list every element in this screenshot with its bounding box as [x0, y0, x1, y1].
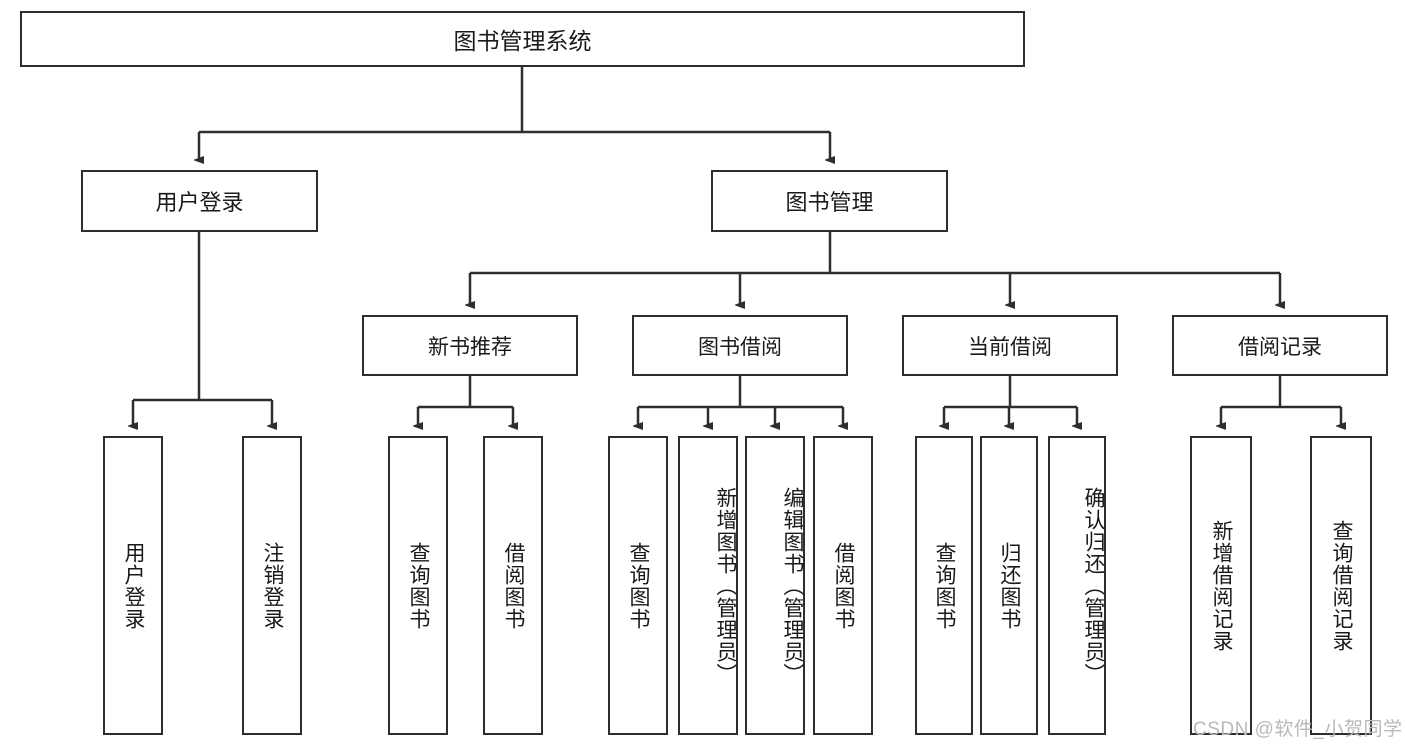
node-label: 编辑图书（管理员） [781, 486, 804, 685]
leaf-borrow-record-add-record[interactable]: 新增借阅记录 [1190, 436, 1252, 735]
node-label: 图书管理系统 [453, 28, 592, 54]
node-label: 查询图书 [407, 541, 431, 630]
node-root-book-management-system[interactable]: 图书管理系统 [20, 11, 1025, 67]
node-label: 确认归还（管理员） [1082, 486, 1105, 685]
node-label: 新增图书（管理员） [714, 486, 737, 685]
leaf-borrow-record-query-record[interactable]: 查询借阅记录 [1310, 436, 1372, 735]
node-book-management[interactable]: 图书管理 [711, 170, 948, 232]
node-label: 查询图书 [933, 541, 957, 630]
node-label: 新书推荐 [428, 335, 512, 359]
leaf-user-logout[interactable]: 注销登录 [242, 436, 302, 735]
leaf-book-borrow-borrow-book[interactable]: 借阅图书 [813, 436, 873, 735]
leaf-book-borrow-edit-book-admin[interactable]: 编辑图书（管理员） [745, 436, 805, 735]
node-label: 图书借阅 [698, 335, 782, 359]
leaf-user-login[interactable]: 用户登录 [103, 436, 163, 735]
leaf-new-book-query-book[interactable]: 查询图书 [388, 436, 448, 735]
leaf-book-borrow-query-book[interactable]: 查询图书 [608, 436, 668, 735]
node-label: 借阅记录 [1238, 335, 1322, 359]
node-label: 查询图书 [627, 541, 651, 630]
leaf-current-borrow-return-book[interactable]: 归还图书 [980, 436, 1038, 735]
leaf-current-borrow-confirm-return-admin[interactable]: 确认归还（管理员） [1048, 436, 1106, 735]
node-current-borrow[interactable]: 当前借阅 [902, 315, 1118, 376]
node-label: 借阅图书 [832, 541, 856, 630]
node-label: 图书管理 [785, 190, 874, 215]
node-book-borrow[interactable]: 图书借阅 [632, 315, 848, 376]
node-label: 归还图书 [998, 541, 1022, 630]
node-label: 新增借阅记录 [1210, 519, 1234, 652]
csdn-watermark: CSDN @软件_小贺同学 [1193, 719, 1403, 740]
node-user-login[interactable]: 用户登录 [81, 170, 318, 232]
node-label: 当前借阅 [968, 335, 1052, 359]
node-label: 用户登录 [155, 190, 244, 215]
node-label: 借阅图书 [502, 541, 526, 630]
node-new-book-recommend[interactable]: 新书推荐 [362, 315, 578, 376]
leaf-book-borrow-add-book-admin[interactable]: 新增图书（管理员） [678, 436, 738, 735]
leaf-new-book-borrow-book[interactable]: 借阅图书 [483, 436, 543, 735]
node-borrow-record[interactable]: 借阅记录 [1172, 315, 1388, 376]
node-label: 注销登录 [261, 541, 285, 630]
node-label: 用户登录 [122, 541, 146, 630]
node-label: 查询借阅记录 [1330, 519, 1354, 652]
leaf-current-borrow-query-book[interactable]: 查询图书 [915, 436, 973, 735]
